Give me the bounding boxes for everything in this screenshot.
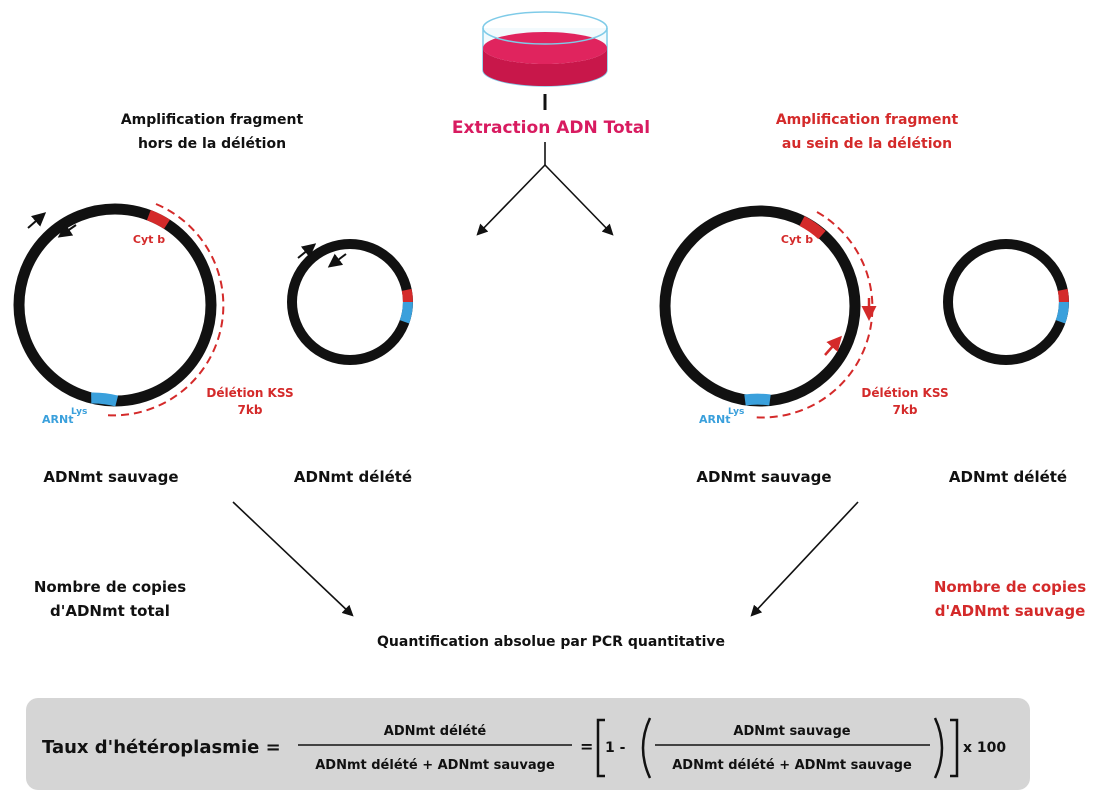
- right-arnt-label: ARNt: [699, 413, 730, 426]
- fork-arrow-right: [544, 164, 614, 236]
- right-lys-label: Lys: [728, 407, 744, 417]
- formula-bracket-left: [596, 718, 605, 778]
- arrow-left-to-qpcr: [232, 501, 354, 617]
- left-deletion-arc: [103, 203, 225, 417]
- right-wild-plasmid: [659, 205, 877, 419]
- left-arnt-label: ARNt: [42, 413, 73, 426]
- extraction-label: Extraction ADN Total: [452, 118, 650, 138]
- left-copies-line1: Nombre de copies: [34, 578, 186, 596]
- left-primer-forward: [27, 212, 47, 229]
- formula-frac1-den: ADNmt délété + ADNmt sauvage: [315, 758, 555, 773]
- right-title-line2: au sein de la délétion: [782, 136, 952, 152]
- left-cytb-label: Cyt b: [133, 233, 165, 246]
- right-copies-line1: Nombre de copies: [934, 578, 1086, 596]
- fork-arrow-left: [476, 164, 546, 236]
- left-small-primer-forward: [297, 243, 317, 259]
- left-title-line1: Amplification fragment: [121, 112, 304, 128]
- formula-paren-left: [641, 717, 652, 779]
- right-deletion-line1: Délétion KSS: [861, 386, 948, 400]
- right-cytb-label: Cyt b: [781, 233, 813, 246]
- right-deleted-plasmid: [943, 239, 1069, 365]
- right-deleted-label: ADNmt délété: [949, 468, 1067, 486]
- left-primer-reverse: [57, 223, 77, 238]
- formula-equals: =: [580, 737, 593, 756]
- arrow-right-to-qpcr: [750, 501, 859, 617]
- formula-box: Taux d'hétéroplasmie = ADNmt délété ADNm…: [26, 698, 1030, 790]
- qpcr-label: Quantification absolue par PCR quantitat…: [377, 634, 725, 650]
- left-wild-label: ADNmt sauvage: [43, 468, 178, 486]
- formula-times: x 100: [963, 740, 1006, 756]
- formula-paren-right: [933, 717, 944, 779]
- formula-frac2-den: ADNmt délété + ADNmt sauvage: [672, 758, 912, 773]
- formula-frac2-num: ADNmt sauvage: [733, 724, 850, 739]
- right-primer-forward: [824, 335, 842, 356]
- right-deletion-line2: 7kb: [893, 403, 918, 417]
- right-deletion-arc: [751, 211, 874, 419]
- left-lys-label: Lys: [71, 407, 87, 417]
- left-deletion-line2: 7kb: [238, 403, 263, 417]
- right-copies-line2: d'ADNmt sauvage: [935, 602, 1086, 620]
- left-title-line2: hors de la délétion: [138, 136, 286, 152]
- formula-frac1-num: ADNmt délété: [384, 724, 487, 739]
- formula-lhs: Taux d'hétéroplasmie =: [42, 737, 281, 758]
- formula-bracket-right: [950, 718, 959, 778]
- left-deletion-line1: Délétion KSS: [206, 386, 293, 400]
- right-title-line1: Amplification fragment: [776, 112, 959, 128]
- left-wild-plasmid: [13, 203, 225, 417]
- petri-dish-icon: [482, 11, 608, 87]
- right-wild-label: ADNmt sauvage: [696, 468, 831, 486]
- left-copies-line2: d'ADNmt total: [50, 602, 170, 620]
- formula-one-minus: 1 -: [605, 740, 626, 756]
- left-small-primer-reverse: [327, 253, 347, 268]
- left-deleted-label: ADNmt délété: [294, 468, 412, 486]
- left-deleted-plasmid: [287, 239, 413, 365]
